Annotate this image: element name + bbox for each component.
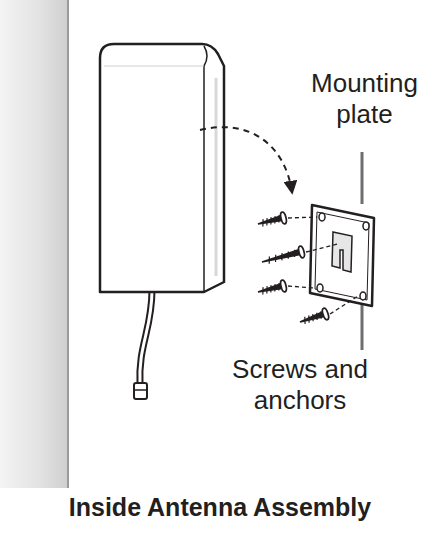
panel-bevel [104, 66, 204, 67]
screw-thread [316, 313, 318, 320]
plate-hook [332, 232, 352, 272]
screw-thread [308, 315, 310, 322]
screw-guide [288, 286, 315, 288]
screw-thread [281, 253, 282, 260]
connector-ring [134, 389, 147, 391]
screw-thread [269, 256, 270, 263]
plate-hole [319, 213, 325, 221]
screw-head [280, 212, 288, 225]
screw-thread [320, 311, 322, 318]
screw-head [280, 280, 288, 293]
screw-thread [266, 218, 267, 225]
screws [258, 212, 358, 324]
screw-thread [288, 251, 289, 258]
leader-line [361, 152, 364, 204]
screw-thread [270, 285, 271, 292]
screw-thread [294, 250, 295, 257]
wall [0, 0, 68, 488]
cable-connector [134, 383, 147, 399]
screw-thread [278, 283, 279, 290]
panel-shade [215, 78, 218, 276]
screw-head [298, 246, 306, 259]
screw-thread [312, 314, 314, 321]
screw-thread [275, 255, 276, 262]
screw-guide [288, 217, 317, 218]
plate-hole [317, 284, 323, 292]
screw-thread [262, 219, 263, 226]
screw-shank [262, 250, 301, 262]
screw-shank [258, 216, 283, 224]
figure-title: Inside Antenna Assembly [10, 492, 430, 522]
screw-shank [300, 312, 325, 322]
screw-head [321, 308, 330, 321]
plate-holes [317, 213, 369, 300]
plate-hole [363, 222, 369, 230]
screw-thread [304, 317, 306, 324]
screw-guide [330, 296, 358, 314]
mount-arrow [200, 127, 292, 192]
mounting-plate [310, 205, 374, 306]
screw-thread [278, 215, 279, 222]
screw-thread [274, 216, 275, 223]
part-label: Mounting plate [292, 68, 437, 130]
plate-hole [360, 292, 366, 300]
screw-thread [274, 284, 275, 291]
antenna-panel [100, 44, 224, 292]
cable-core [140, 290, 152, 385]
panel-side-edge [204, 46, 207, 292]
screw-shank [258, 284, 283, 292]
plate-rim [315, 212, 369, 300]
screw-thread [266, 286, 267, 293]
screw-thread [270, 217, 271, 224]
leader-line [361, 300, 364, 350]
wall-edge [67, 0, 69, 488]
cable [140, 290, 152, 385]
part-label: Screws and anchors [210, 354, 390, 416]
screw-thread [262, 287, 263, 294]
screw-guide [306, 244, 338, 252]
